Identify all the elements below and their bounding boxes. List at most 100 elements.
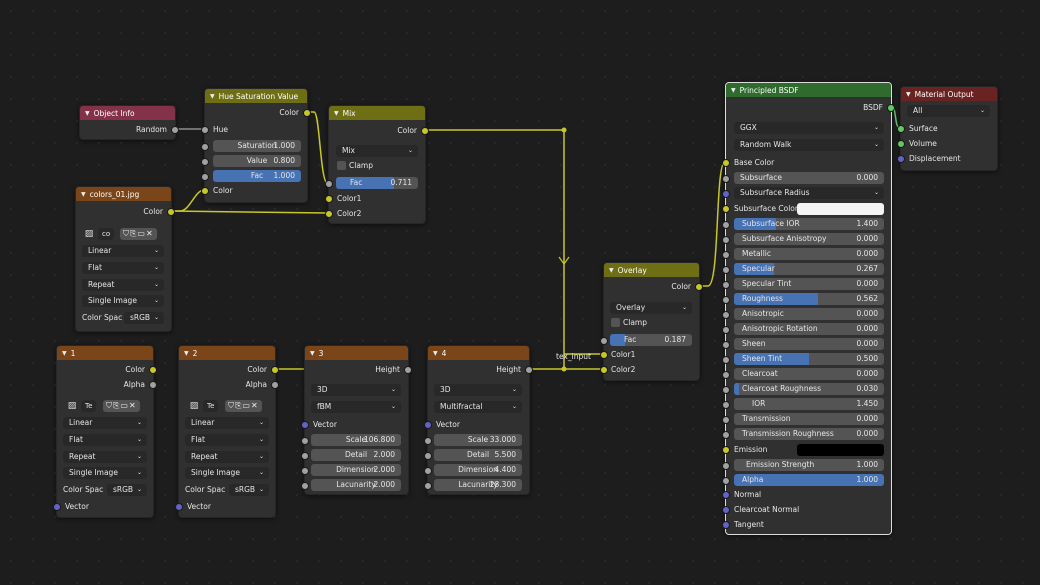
socket-alpha-out[interactable]: [149, 381, 157, 389]
chevron-down-icon[interactable]: ▼: [609, 266, 614, 274]
socket-vector[interactable]: [53, 503, 61, 511]
socket-height-out[interactable]: [525, 366, 533, 374]
projection-select[interactable]: Flat⌄: [185, 434, 269, 446]
socket-color-out[interactable]: [303, 109, 311, 117]
socket-dimension[interactable]: [301, 467, 309, 475]
chevron-down-icon[interactable]: ▼: [731, 86, 736, 94]
socket-param[interactable]: [722, 356, 730, 364]
socket-lacunarity[interactable]: [424, 482, 432, 490]
socket-fac[interactable]: [600, 337, 608, 345]
socket-emission-strength[interactable]: [722, 462, 730, 470]
socket-vector[interactable]: [301, 421, 309, 429]
projection-select[interactable]: Flat⌄: [63, 434, 147, 446]
socket-color1[interactable]: [600, 351, 608, 359]
socket-dimension[interactable]: [424, 467, 432, 475]
hsv-node[interactable]: ▼Hue Saturation Value Color Hue Saturati…: [201, 88, 311, 203]
noise-header[interactable]: ▼4: [428, 346, 529, 360]
extension-select[interactable]: Repeat⌄: [63, 451, 147, 463]
interpolation-select[interactable]: Linear⌄: [82, 245, 164, 257]
interpolation-select[interactable]: Linear⌄: [63, 417, 147, 429]
image-buttons[interactable]: ⛉⎘▭✕: [120, 228, 157, 240]
socket-fac[interactable]: [201, 173, 209, 181]
socket-param[interactable]: [722, 281, 730, 289]
hsv-header[interactable]: ▼Hue Saturation Value: [205, 89, 307, 103]
socket-color-out[interactable]: [421, 127, 429, 135]
socket-scale[interactable]: [424, 437, 432, 445]
socket-color-out[interactable]: [695, 283, 703, 291]
type-select[interactable]: fBM⌄: [311, 401, 401, 413]
socket-param[interactable]: [722, 416, 730, 424]
chevron-down-icon[interactable]: ▼: [310, 349, 315, 357]
image-buttons[interactable]: ⛉⎘▭✕: [103, 400, 140, 412]
blend-mode-select[interactable]: Overlay⌄: [610, 302, 692, 314]
socket-param[interactable]: [722, 311, 730, 319]
colors-image-node[interactable]: ▼colors_01.jpg Color ▨ co ⛉⎘▭✕ Linear⌄ F…: [75, 186, 175, 332]
socket-param[interactable]: [722, 326, 730, 334]
image-name[interactable]: Te: [203, 400, 219, 412]
image-header[interactable]: ▼1: [57, 346, 153, 360]
socket-color1[interactable]: [325, 195, 333, 203]
socket-alpha-out[interactable]: [271, 381, 279, 389]
socket-param[interactable]: [722, 251, 730, 259]
socket-subsurface[interactable]: [722, 175, 730, 183]
chevron-down-icon[interactable]: ▼: [433, 349, 438, 357]
socket-color2[interactable]: [325, 210, 333, 218]
chevron-down-icon[interactable]: ▼: [334, 109, 339, 117]
subsurface-color-swatch[interactable]: [797, 203, 884, 215]
extension-select[interactable]: Repeat⌄: [185, 451, 269, 463]
socket-param[interactable]: [722, 401, 730, 409]
clamp-checkbox[interactable]: [337, 161, 346, 170]
socket-vector[interactable]: [424, 421, 432, 429]
socket-clearcoat-normal[interactable]: [722, 506, 730, 514]
socket-height-out[interactable]: [404, 366, 412, 374]
dimensions-select[interactable]: 3D⌄: [311, 384, 401, 396]
socket-color-out[interactable]: [149, 366, 157, 374]
source-select[interactable]: Single Image⌄: [82, 295, 164, 307]
chevron-down-icon[interactable]: ▼: [184, 349, 189, 357]
chevron-down-icon[interactable]: ▼: [210, 92, 215, 100]
overlay-header[interactable]: ▼Overlay: [604, 263, 699, 277]
bsdf-header[interactable]: ▼Principled BSDF: [726, 83, 891, 97]
chevron-down-icon[interactable]: ▼: [81, 190, 86, 198]
interpolation-select[interactable]: Linear⌄: [185, 417, 269, 429]
socket-hue[interactable]: [201, 126, 209, 134]
socket-tangent[interactable]: [722, 521, 730, 529]
socket-color-in[interactable]: [201, 187, 209, 195]
clamp-checkbox[interactable]: [611, 318, 620, 327]
object-info-node[interactable]: ▼Object Info Random: [79, 105, 179, 140]
image-buttons[interactable]: ⛉⎘▭✕: [225, 400, 262, 412]
dimensions-select[interactable]: 3D⌄: [434, 384, 522, 396]
socket-subsurface-color[interactable]: [722, 205, 730, 213]
emission-color-swatch[interactable]: [797, 444, 884, 456]
socket-param[interactable]: [722, 341, 730, 349]
socket-alpha[interactable]: [722, 477, 730, 485]
socket-base-color[interactable]: [722, 159, 730, 167]
mix-header[interactable]: ▼Mix: [329, 106, 425, 120]
socket-param[interactable]: [722, 386, 730, 394]
source-select[interactable]: Single Image⌄: [185, 467, 269, 479]
socket-detail[interactable]: [424, 452, 432, 460]
principled-bsdf-node[interactable]: ▼Principled BSDF BSDF GGX⌄ Random Walk⌄ …: [722, 82, 895, 535]
socket-displacement[interactable]: [897, 155, 905, 163]
noise-texture-4-node[interactable]: ▼4 Height 3D⌄ Multifractal⌄ Vector Scale…: [424, 345, 533, 495]
chevron-down-icon[interactable]: ▼: [62, 349, 67, 357]
